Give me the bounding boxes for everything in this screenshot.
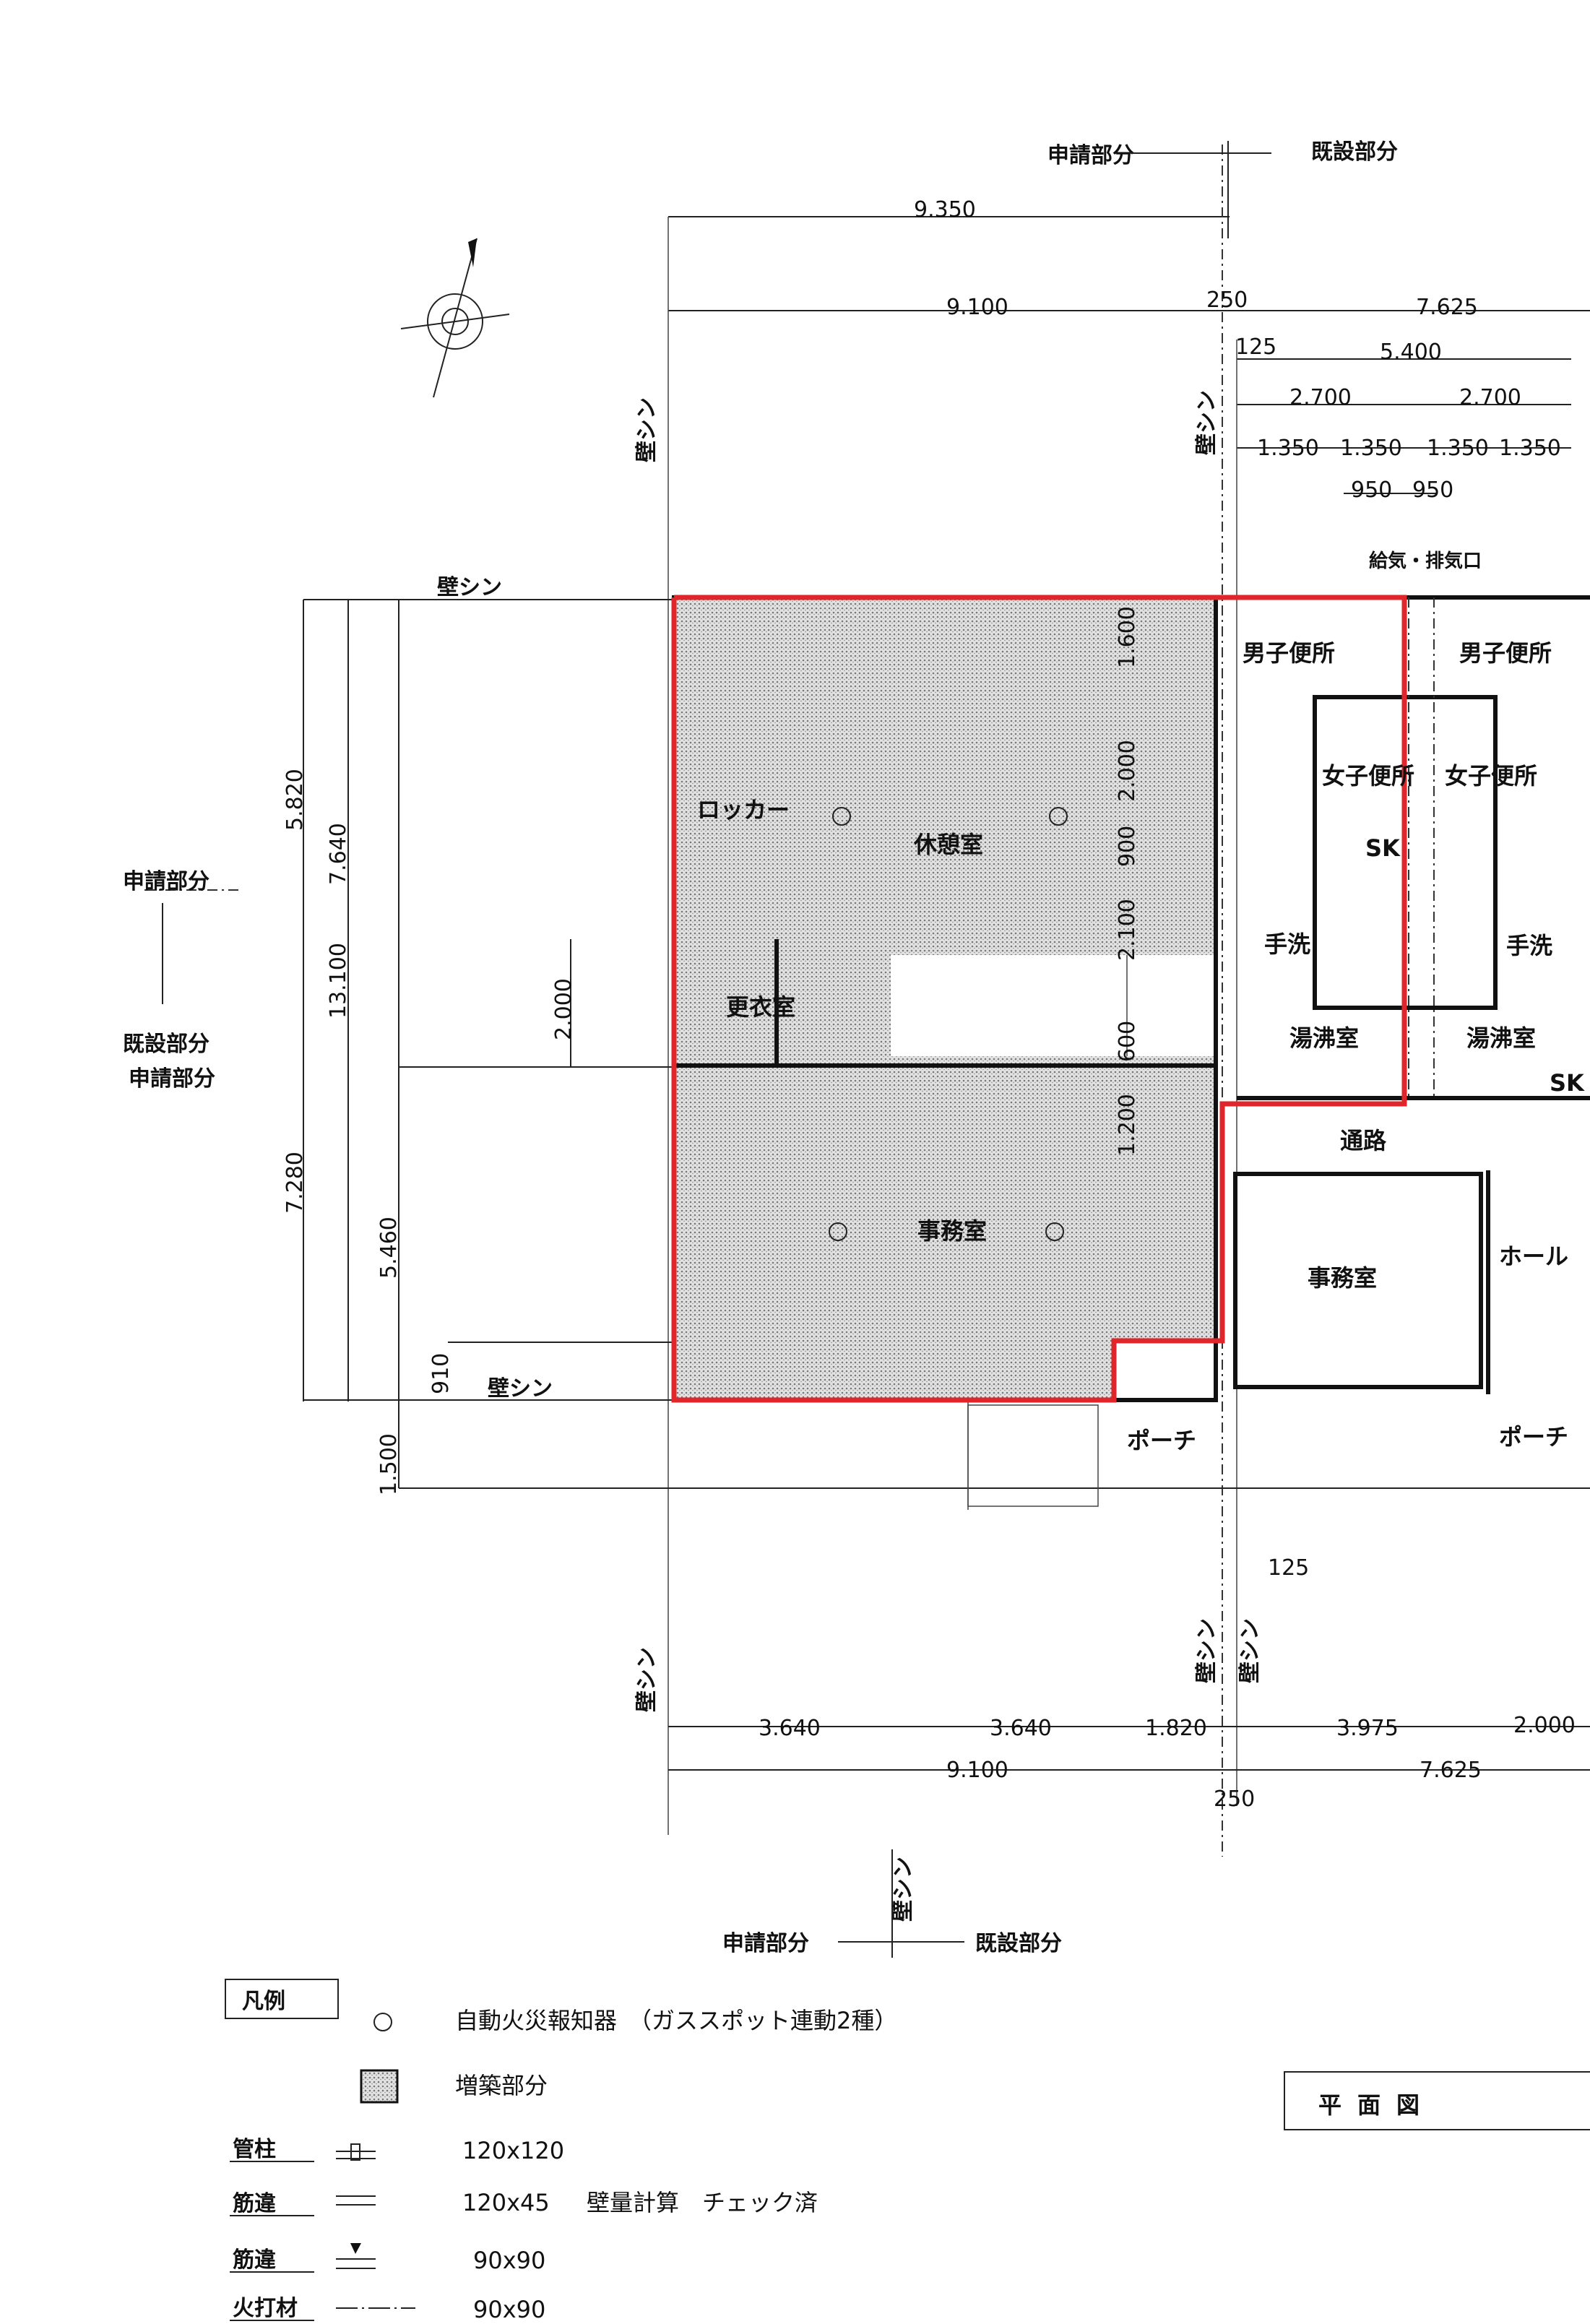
room-porch: ポーチ bbox=[1499, 1423, 1568, 1451]
dim-label: 3.640 bbox=[759, 1716, 821, 1741]
wall-center-label: 壁シン bbox=[1194, 1618, 1219, 1683]
wall-center-label: 壁シン bbox=[891, 1857, 916, 1922]
dim-label: 5.820 bbox=[282, 769, 308, 831]
legend-stud-value: 90x90 bbox=[473, 2296, 545, 2323]
legend-brace1-note: 壁量計算 チェック済 bbox=[587, 2189, 818, 2216]
room-wash: 手洗 bbox=[1264, 930, 1310, 958]
extension-swatch bbox=[360, 2069, 399, 2104]
dim-label: 1.350 bbox=[1340, 436, 1402, 461]
wall-center-label: 壁シン bbox=[437, 575, 502, 600]
drawing-title: 平面図 bbox=[1318, 2091, 1435, 2119]
legend-extension: 増築部分 bbox=[455, 2072, 548, 2099]
dim-label: 13.100 bbox=[326, 943, 351, 1019]
dim-label: 250 bbox=[1206, 288, 1248, 313]
dim-label: 2.000 bbox=[1513, 1713, 1576, 1738]
room-office: 事務室 bbox=[1308, 1264, 1377, 1292]
dim-label: 7.625 bbox=[1416, 295, 1478, 320]
dim-label: 125 bbox=[1235, 334, 1276, 360]
dim-label: 1.200 bbox=[1115, 1094, 1140, 1156]
dim-label: 600 bbox=[1115, 1021, 1140, 1062]
left-existing-label: 既設部分 bbox=[123, 1032, 209, 1057]
legend-detector: 自動火災報知器 （ガススポット連動2種） bbox=[455, 2007, 897, 2034]
dim-label: 1.350 bbox=[1427, 436, 1489, 461]
room-corridor: 通路 bbox=[1340, 1127, 1387, 1154]
dim-label: 1.600 bbox=[1115, 606, 1140, 668]
dim-label: 1.350 bbox=[1257, 436, 1319, 461]
dim-label: 7.625 bbox=[1420, 1758, 1482, 1783]
dim-label: 2.100 bbox=[1115, 899, 1140, 961]
dim-label: 9.100 bbox=[946, 1758, 1008, 1783]
fire-detector-icon bbox=[829, 807, 1068, 1241]
dim-label: 3.640 bbox=[990, 1716, 1052, 1741]
room-women-toilet: 女子便所 bbox=[1322, 762, 1414, 790]
dim-label: 2.700 bbox=[1459, 385, 1521, 410]
legend-brace2-label: 筋違 bbox=[233, 2247, 276, 2273]
dim-label: 910 bbox=[428, 1353, 454, 1394]
room-rest: 休憩室 bbox=[913, 831, 983, 858]
legend-stud-label: 火打材 bbox=[233, 2296, 298, 2321]
dim-label: 950 bbox=[1351, 478, 1392, 503]
room-men-toilet: 男子便所 bbox=[1459, 639, 1552, 667]
room-porch: ポーチ bbox=[1127, 1427, 1196, 1454]
dim-label: 950 bbox=[1412, 478, 1453, 503]
dim-label: 5.460 bbox=[376, 1217, 402, 1279]
dim-label: 125 bbox=[1268, 1555, 1309, 1581]
wall-center-label: 壁シン bbox=[488, 1376, 553, 1401]
left-apply-label: 申請部分 bbox=[123, 869, 209, 894]
wall-center-label: 壁シン bbox=[634, 1647, 660, 1712]
legend-brace2-value: 90x90 bbox=[473, 2247, 545, 2274]
extension-area bbox=[674, 597, 1216, 1400]
room-changing: 更衣室 bbox=[726, 993, 795, 1021]
legend: 凡例 自動火災報知器 （ガススポット連動2種） 増築部分 管柱 120x120 … bbox=[225, 1979, 897, 2323]
room-sk: SK bbox=[1550, 1069, 1585, 1097]
dim-label: 250 bbox=[1214, 1787, 1255, 1812]
dim-label: 2.000 bbox=[551, 978, 576, 1040]
dim-label: 5.400 bbox=[1380, 340, 1442, 365]
room-women-toilet: 女子便所 bbox=[1445, 762, 1537, 790]
dim-label: 2.000 bbox=[1115, 740, 1140, 802]
room-hall: ホール bbox=[1499, 1243, 1568, 1270]
application-boundary bbox=[671, 595, 1407, 1403]
legend-column-value: 120x120 bbox=[462, 2137, 564, 2164]
wall-center-label: 壁シン bbox=[634, 397, 660, 462]
dim-label: 1.350 bbox=[1499, 436, 1561, 461]
dim-label: 7.280 bbox=[282, 1152, 308, 1214]
room-kitchenette: 湯沸室 bbox=[1466, 1024, 1536, 1052]
room-office: 事務室 bbox=[917, 1217, 987, 1245]
top-apply-label: 申請部分 bbox=[1047, 143, 1134, 168]
room-wash: 手洗 bbox=[1506, 932, 1552, 959]
dim-label: 1.820 bbox=[1145, 1716, 1207, 1741]
room-locker: ロッカー bbox=[697, 796, 790, 824]
legend-title: 凡例 bbox=[242, 1989, 285, 2014]
north-arrow-icon bbox=[400, 238, 510, 398]
bottom-existing-label: 既設部分 bbox=[975, 1931, 1062, 1956]
top-existing-label: 既設部分 bbox=[1311, 139, 1398, 165]
room-kitchenette: 湯沸室 bbox=[1289, 1024, 1359, 1052]
dim-label: 2.700 bbox=[1289, 385, 1352, 410]
dim-label: 1.500 bbox=[376, 1433, 402, 1495]
bottom-apply-label: 申請部分 bbox=[722, 1931, 809, 1956]
dim-label: 9.350 bbox=[914, 197, 976, 223]
vent-label: 給気・排気口 bbox=[1369, 550, 1482, 572]
dim-label: 9.100 bbox=[946, 295, 1008, 320]
wall-center-label: 壁シン bbox=[1237, 1618, 1263, 1683]
dim-label: 900 bbox=[1115, 826, 1140, 867]
legend-brace1-label: 筋違 bbox=[233, 2191, 276, 2216]
room-sk: SK bbox=[1365, 834, 1401, 862]
wall-center-label: 壁シン bbox=[1194, 390, 1219, 455]
dim-label: 3.975 bbox=[1336, 1716, 1399, 1741]
legend-brace1-value: 120x45 bbox=[462, 2189, 550, 2216]
left-apply-label: 申請部分 bbox=[129, 1066, 215, 1092]
room-men-toilet: 男子便所 bbox=[1243, 639, 1335, 667]
legend-column-label: 管柱 bbox=[233, 2137, 276, 2162]
fire-detector-icon bbox=[373, 2013, 392, 2031]
dim-label: 7.640 bbox=[326, 823, 351, 885]
